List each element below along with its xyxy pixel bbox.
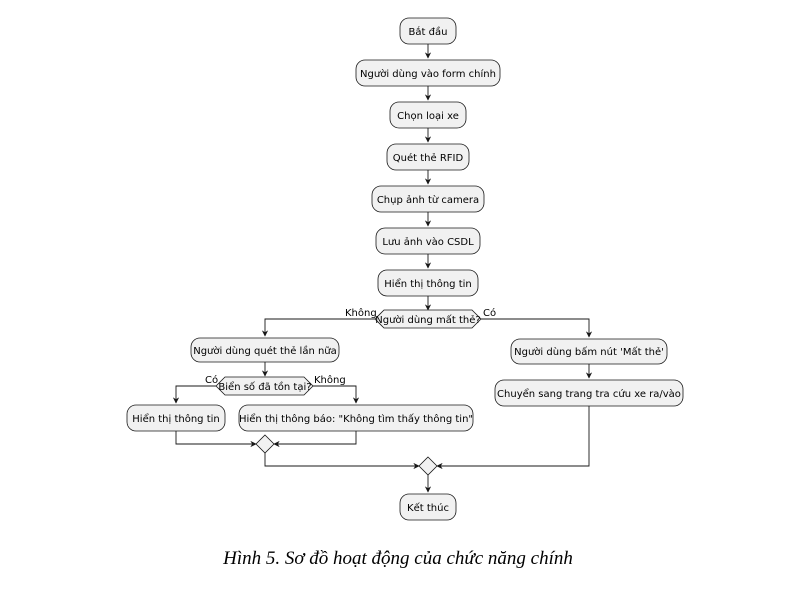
svg-text:Biển số đã tồn tại?: Biển số đã tồn tại? [218, 380, 311, 393]
svg-text:Chụp ảnh từ camera: Chụp ảnh từ camera [377, 194, 479, 206]
edges [172, 44, 593, 493]
svg-text:Quét thẻ RFID: Quét thẻ RFID [393, 152, 464, 164]
branch-no-2: Không [314, 374, 346, 386]
svg-text:Người dùng quét thẻ lần nữa: Người dùng quét thẻ lần nữa [193, 345, 337, 357]
decision-plate-exists: Biển số đã tồn tại? [215, 376, 314, 396]
svg-text:Hiển thị thông báo: "Không tìm: Hiển thị thông báo: "Không tìm thấy thôn… [239, 412, 473, 425]
svg-text:Người dùng bấm nút 'Mất thẻ': Người dùng bấm nút 'Mất thẻ' [514, 346, 664, 358]
node-main-form: Người dùng vào form chính [355, 59, 501, 87]
svg-text:Người dùng mất thẻ?: Người dùng mất thẻ? [375, 314, 480, 326]
node-rescan: Người dùng quét thẻ lần nữa [190, 337, 340, 363]
decision-lost-card: Người dùng mất thẻ? [374, 309, 482, 329]
node-start: Bắt đầu [399, 17, 457, 45]
node-capture: Chụp ảnh từ camera [371, 185, 485, 213]
node-show-info-2: Hiển thị thông tin [126, 404, 226, 432]
svg-text:Hiển thị thông tin: Hiển thị thông tin [384, 277, 471, 290]
svg-text:Bắt đầu: Bắt đầu [409, 25, 448, 38]
node-lost-button: Người dùng bấm nút 'Mất thẻ' [510, 338, 668, 365]
svg-text:Hiển thị thông tin: Hiển thị thông tin [132, 412, 219, 425]
merge-diamond-final [418, 456, 438, 476]
merge-diamond-left [255, 434, 275, 454]
svg-text:Lưu ảnh vào CSDL: Lưu ảnh vào CSDL [382, 236, 474, 248]
figure-caption: Hình 5. Sơ đồ hoạt động của chức năng ch… [223, 548, 573, 569]
node-choose-type: Chọn loại xe [389, 101, 467, 129]
activity-diagram: Bắt đầu Người dùng vào form chính Chọn l… [126, 17, 684, 521]
svg-text:Người dùng vào form chính: Người dùng vào form chính [360, 68, 496, 80]
branch-yes-2: Có [205, 374, 218, 386]
node-show-info: Hiển thị thông tin [377, 269, 479, 297]
node-not-found: Hiển thị thông báo: "Không tìm thấy thôn… [238, 404, 474, 432]
branch-yes-1: Có [483, 307, 496, 319]
node-scan-rfid: Quét thẻ RFID [386, 143, 470, 171]
node-save-db: Lưu ảnh vào CSDL [375, 227, 481, 255]
svg-text:Chọn loại xe: Chọn loại xe [397, 111, 459, 122]
branch-no-1: Không [345, 307, 377, 319]
svg-text:Kết thúc: Kết thúc [407, 502, 449, 514]
node-lookup: Chuyển sang trang tra cứu xe ra/vào [494, 379, 684, 407]
node-end: Kết thúc [399, 493, 457, 521]
svg-text:Chuyển sang trang tra cứu xe r: Chuyển sang trang tra cứu xe ra/vào [497, 387, 681, 400]
